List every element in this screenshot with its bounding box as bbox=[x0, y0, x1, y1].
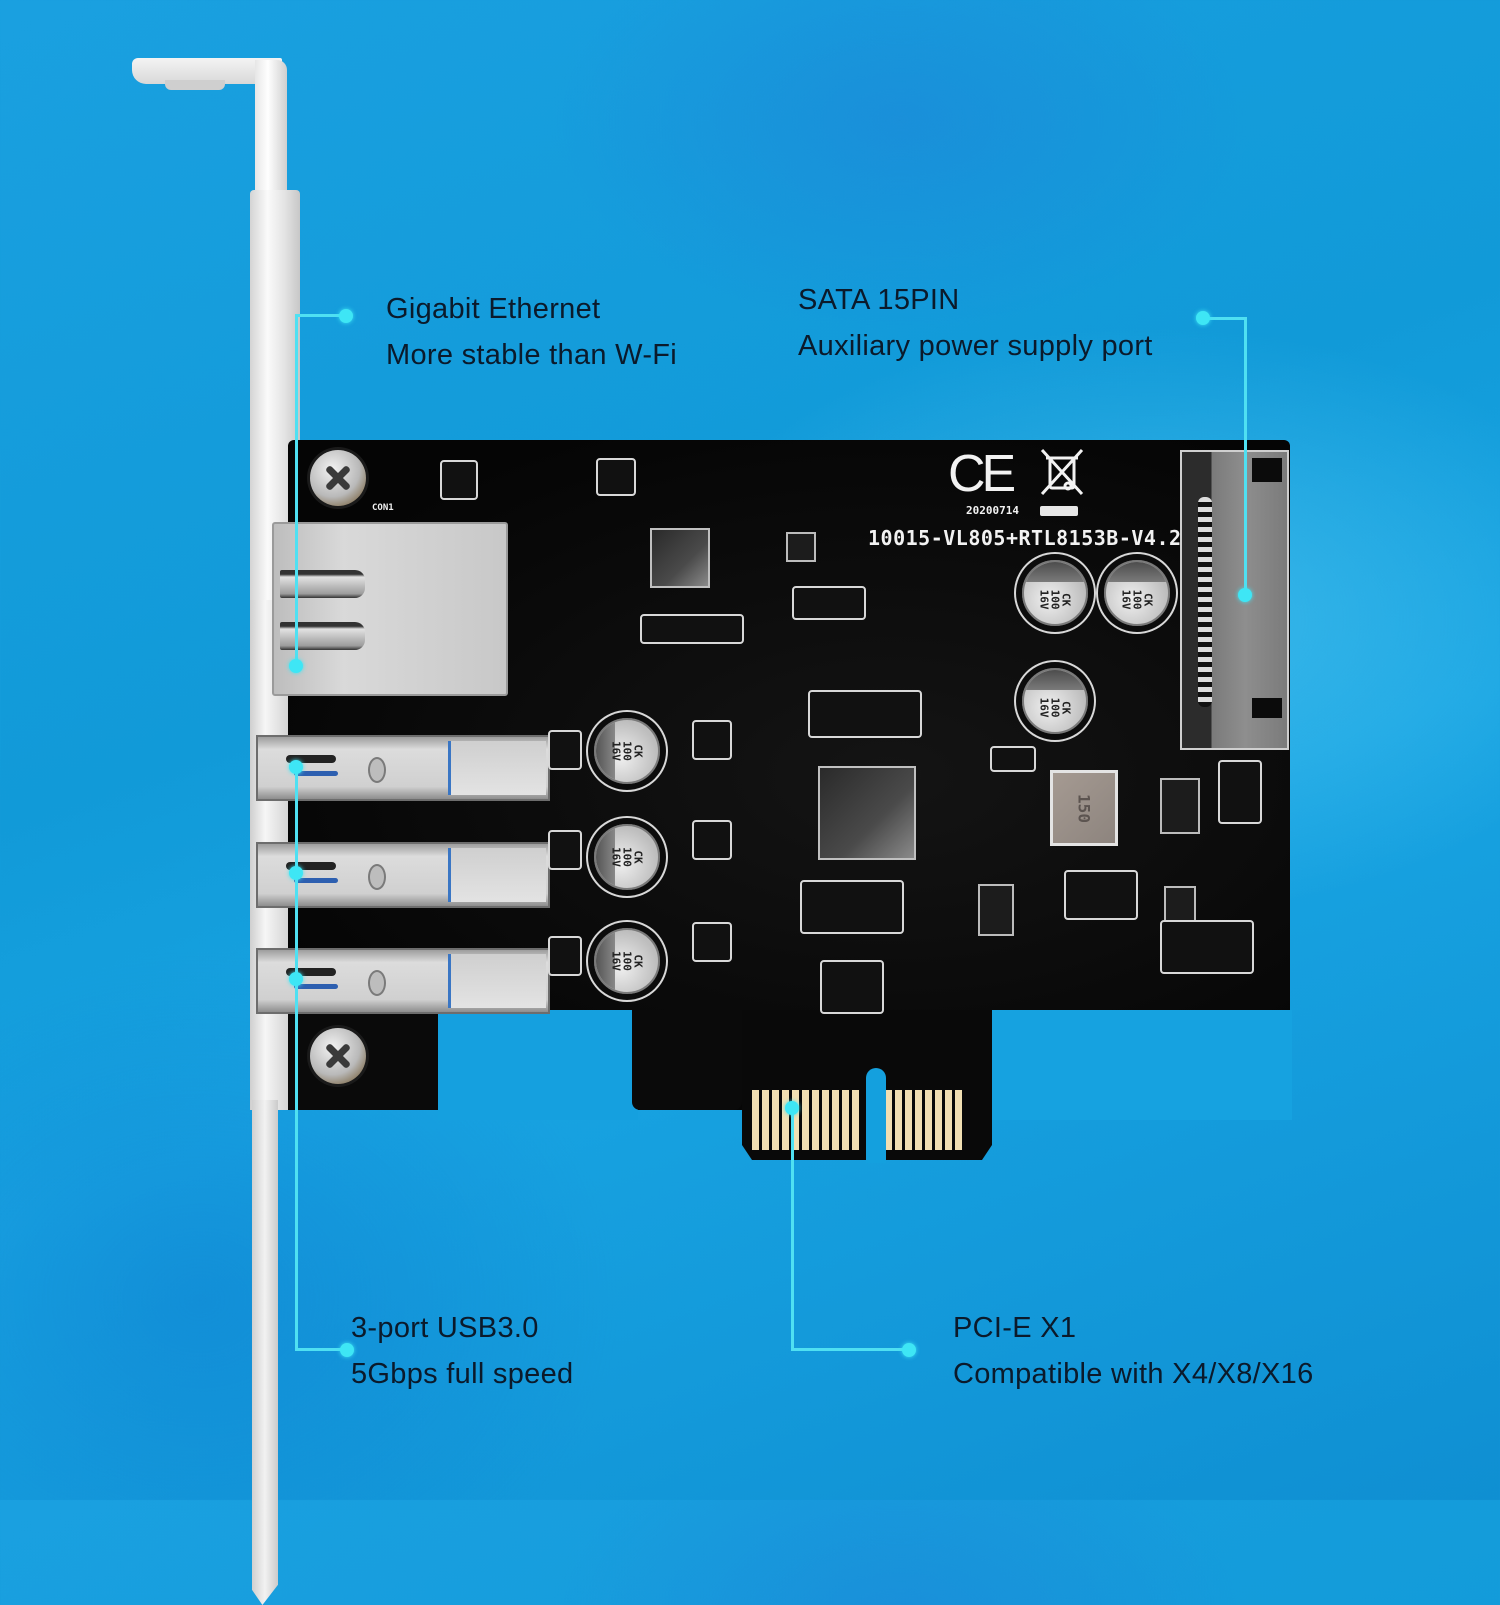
callout-subtitle: More stable than W-Fi bbox=[386, 339, 678, 371]
smd-component bbox=[548, 936, 582, 976]
callout-line bbox=[295, 765, 298, 1350]
callout-line bbox=[295, 1348, 347, 1351]
inductor: 150 bbox=[1050, 770, 1118, 846]
capacitor: CK 100 16V bbox=[1022, 668, 1088, 734]
board-model: 10015-VL805+RTL8153B-V4.2 bbox=[868, 526, 1182, 550]
capacitor: CK 100 16V bbox=[594, 824, 660, 890]
smd-component bbox=[1218, 760, 1262, 824]
usb-controller-chip bbox=[818, 766, 916, 860]
smd-component bbox=[820, 960, 884, 1014]
regulator-chip bbox=[978, 884, 1014, 936]
smd-component bbox=[548, 730, 582, 770]
callout-dot bbox=[902, 1343, 916, 1357]
pcb-edge-cutout bbox=[992, 1010, 1292, 1120]
smd-component bbox=[596, 458, 636, 496]
capacitor: CK 100 16V bbox=[594, 718, 660, 784]
ce-mark: CE bbox=[948, 445, 1016, 503]
callout-dot bbox=[289, 866, 303, 880]
smd-component bbox=[792, 586, 866, 620]
callout-dot bbox=[289, 659, 303, 673]
small-chip bbox=[786, 532, 816, 562]
callout-title: Gigabit Ethernet bbox=[386, 293, 601, 325]
callout-line bbox=[295, 314, 298, 666]
smd-component bbox=[990, 746, 1036, 772]
callout-line bbox=[296, 314, 348, 317]
rj45-ethernet-port bbox=[272, 522, 508, 696]
callout-dot bbox=[339, 309, 353, 323]
rj45-clip bbox=[280, 570, 365, 598]
callout-title: SATA 15PIN bbox=[798, 284, 960, 316]
smd-component bbox=[808, 690, 922, 738]
rj45-clip bbox=[280, 622, 365, 650]
callout-sata: SATA 15PIN Auxiliary power supply port bbox=[798, 277, 1153, 369]
weee-bin-icon bbox=[1040, 448, 1084, 496]
callout-dot bbox=[1238, 588, 1252, 602]
small-chip bbox=[1164, 886, 1196, 922]
callout-line bbox=[1244, 317, 1247, 595]
callout-line bbox=[791, 1348, 909, 1351]
callout-subtitle: Compatible with X4/X8/X16 bbox=[953, 1358, 1314, 1390]
callout-ethernet: Gigabit Ethernet More stable than W-Fi bbox=[386, 286, 677, 378]
callout-line bbox=[1204, 317, 1246, 320]
pcb-tab bbox=[632, 1010, 742, 1110]
smd-component bbox=[692, 720, 732, 760]
callout-dot bbox=[289, 760, 303, 774]
smd-component bbox=[800, 880, 904, 934]
connector-label: CON1 bbox=[372, 503, 394, 513]
capacitor: CK 100 16V bbox=[594, 928, 660, 994]
callout-subtitle: 5Gbps full speed bbox=[351, 1358, 574, 1390]
screw-icon bbox=[310, 1028, 366, 1084]
board-date: 20200714 bbox=[966, 504, 1019, 517]
smd-component bbox=[692, 820, 732, 860]
capacitor: CK 100 16V bbox=[1104, 560, 1170, 626]
callout-usb: 3-port USB3.0 5Gbps full speed bbox=[351, 1305, 573, 1397]
smd-component bbox=[692, 922, 732, 962]
regulator-chip bbox=[1160, 778, 1200, 834]
usb-port-3 bbox=[256, 948, 550, 1014]
usb-port-1 bbox=[256, 735, 550, 801]
ethernet-controller-chip bbox=[650, 528, 710, 588]
callout-title: PCI-E X1 bbox=[953, 1312, 1077, 1344]
smd-component bbox=[1160, 920, 1254, 974]
callout-dot bbox=[1196, 311, 1210, 325]
pcb-edge-cutout bbox=[438, 1010, 638, 1120]
screw-icon bbox=[310, 450, 366, 506]
smd-component bbox=[1064, 870, 1138, 920]
callout-dot bbox=[289, 972, 303, 986]
sata-power-connector bbox=[1180, 450, 1289, 750]
silkscreen-bar bbox=[1040, 506, 1078, 516]
usb-port-2 bbox=[256, 842, 550, 908]
bracket-bottom-tab bbox=[252, 1100, 278, 1605]
callout-pcie: PCI-E X1 Compatible with X4/X8/X16 bbox=[953, 1305, 1314, 1397]
callout-title: 3-port USB3.0 bbox=[351, 1312, 539, 1344]
callout-dot bbox=[340, 1343, 354, 1357]
smd-component bbox=[640, 614, 744, 644]
capacitor: CK 100 16V bbox=[1022, 560, 1088, 626]
pcie-key-notch bbox=[866, 1068, 886, 1163]
callout-dot bbox=[785, 1101, 799, 1115]
bracket-lip bbox=[165, 80, 225, 90]
smd-component bbox=[440, 460, 478, 500]
smd-component bbox=[548, 830, 582, 870]
callout-subtitle: Auxiliary power supply port bbox=[798, 330, 1153, 362]
callout-line bbox=[791, 1108, 794, 1351]
pcie-gold-fingers bbox=[752, 1090, 984, 1150]
sata-pins bbox=[1198, 497, 1212, 707]
product-image: { "product": { "type": "PCI-E expansion … bbox=[0, 0, 1500, 1500]
